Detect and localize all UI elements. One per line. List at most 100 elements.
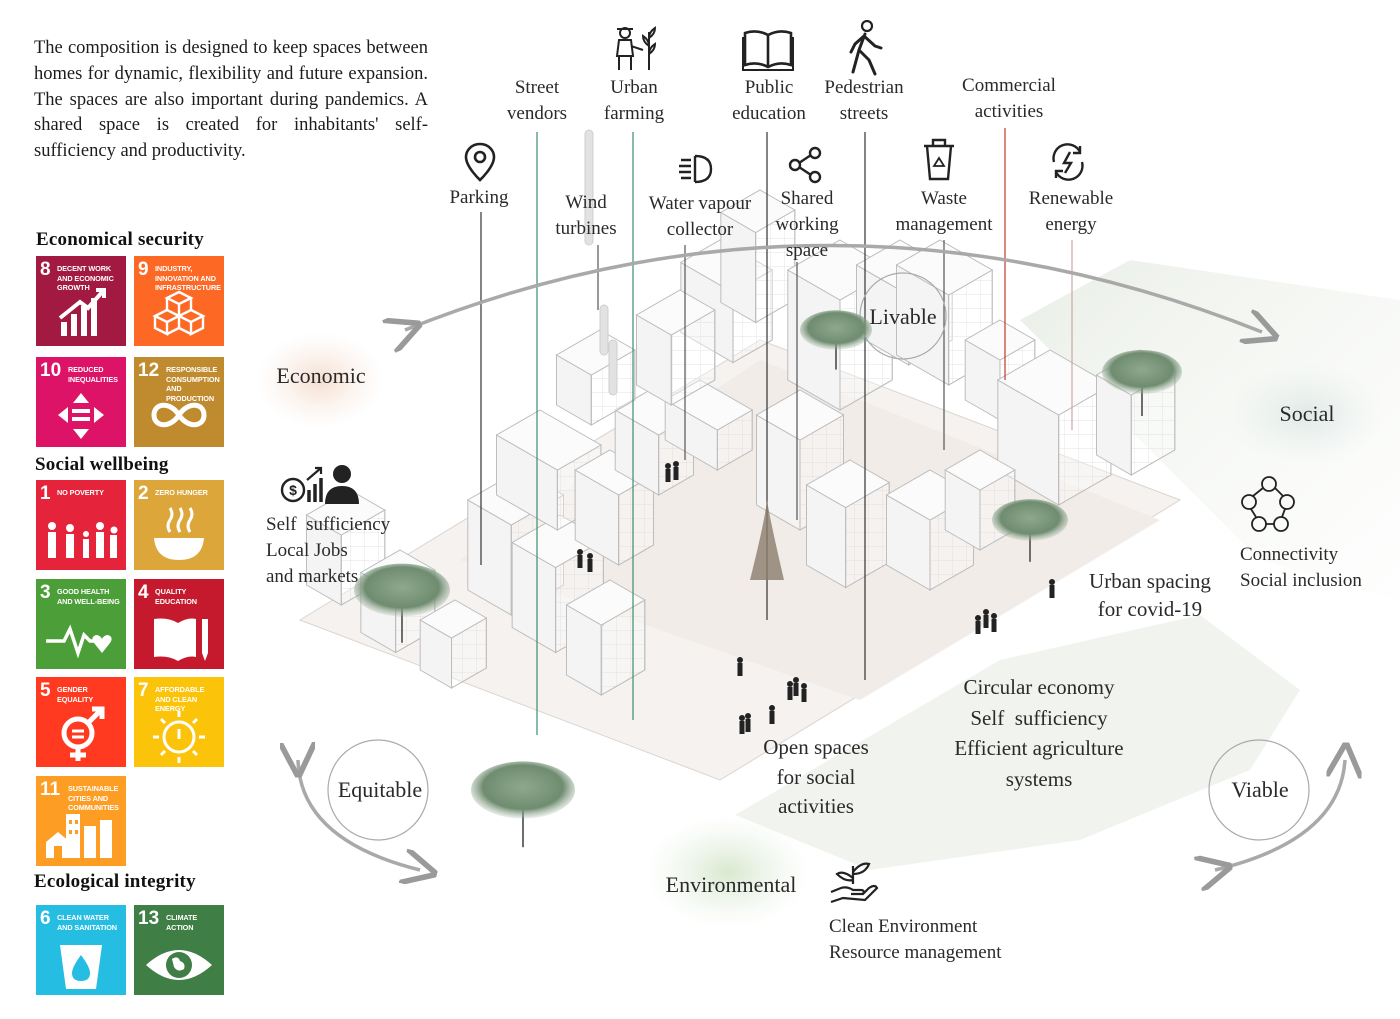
sdg-label: Sustainable cities and communities — [68, 784, 119, 813]
person-4 — [673, 461, 679, 480]
annotation-urban-spacing: Urban spacing for covid-19 — [1089, 569, 1211, 621]
intro-paragraph: The composition is designed to keep spac… — [34, 38, 428, 162]
growth-chart-icon — [58, 288, 106, 336]
person-10 — [793, 677, 799, 696]
sdg-tile-3: 3Good health and well-being — [36, 579, 126, 669]
vapour-collector-icon — [679, 154, 713, 184]
sdg-tile-4: 4 Quality education — [134, 579, 224, 669]
sdg-number: 7 — [138, 680, 149, 701]
pillar-economic: Economic — [276, 363, 366, 388]
annotation-self-sufficiency: Self sufficiency Local Jobs and markets — [266, 514, 391, 587]
sdg-label: Industry, innovation and infrastructure — [155, 264, 221, 293]
sdg-tile-12: 12 Responsible consumption and production — [134, 357, 224, 447]
label-pedestrian-streets: Pedestrian streets — [824, 77, 904, 124]
tree-3 — [800, 310, 872, 370]
label-parking: Parking — [449, 187, 509, 208]
field-right-bottom — [735, 615, 1300, 870]
sdg-number: 4 — [138, 582, 149, 603]
sdg-label: Gender equality — [57, 685, 94, 704]
wind-turbines — [584, 129, 618, 396]
annotation-clean-environment: Clean Environment Resource management — [829, 916, 1002, 963]
tree-4 — [1102, 350, 1182, 416]
economic-blob — [256, 332, 384, 428]
tree-1 — [354, 563, 450, 643]
person-9 — [787, 681, 793, 700]
building-12 — [719, 189, 796, 324]
label-public-education: Public education — [732, 77, 806, 124]
label-urban-farming: Urban farming — [603, 77, 665, 124]
person-14 — [991, 613, 997, 632]
pillar-livable: Livable — [869, 304, 937, 329]
city-icon — [46, 814, 112, 858]
label-renewable-energy: Renewable energy — [1028, 188, 1114, 235]
person-3 — [665, 463, 671, 482]
family-icon — [48, 522, 118, 558]
pillar-social: Social — [1279, 401, 1335, 426]
cubes-icon — [152, 290, 206, 336]
location-pin-icon — [464, 142, 496, 182]
sdg-number: 1 — [40, 483, 51, 504]
right-arc — [1215, 760, 1345, 870]
tree-5 — [992, 499, 1068, 562]
open-book-icon — [742, 30, 794, 71]
money-growth-person-icon: $ — [280, 465, 359, 504]
person-12 — [975, 615, 981, 634]
sdg-number: 6 — [40, 908, 51, 929]
water-vapour-collector — [750, 500, 784, 580]
sdg-label: No poverty — [57, 488, 104, 497]
annotation-connectivity: Connectivity Social inclusion — [1240, 544, 1362, 591]
sdg-number: 9 — [138, 259, 149, 280]
pillar-equitable: Equitable — [337, 777, 423, 802]
sdg-tile-10: 10 Reduced inequalities — [36, 357, 126, 447]
sdg-label: Good health and well-being — [57, 587, 120, 606]
sdg-tile-8: 8Decent work and economic growth — [36, 256, 126, 346]
person-2 — [587, 553, 593, 572]
label-street-vendors: Street vendors — [506, 77, 568, 124]
sdg-number: 2 — [138, 483, 149, 504]
sdg-label: Responsible consumption and production — [166, 365, 220, 403]
person-5 — [737, 657, 743, 676]
sdg-tile-5: 5 Gender equality — [36, 677, 126, 767]
sdg-number: 10 — [40, 360, 62, 381]
top-arc — [405, 243, 1262, 332]
label-shared-working-space: Shared working space — [775, 188, 839, 261]
eye-globe-icon — [146, 950, 212, 980]
viable-circle — [1208, 739, 1310, 841]
sdg-label: Reduced inequalities — [68, 365, 118, 384]
sdg-tile-7: 7 Affordable and clean energy — [134, 677, 224, 767]
svg-text:$: $ — [289, 482, 297, 498]
equitable-circle — [327, 739, 429, 841]
person-6 — [769, 705, 775, 724]
left-arc — [298, 760, 420, 870]
tree-2 — [471, 761, 575, 848]
sdg-tile-6: 6Clean water and sanitation — [36, 905, 126, 995]
building-6 — [565, 579, 646, 696]
sdg-heading-ecological: Ecological integrity — [34, 871, 196, 892]
renewable-energy-icon — [1052, 143, 1084, 181]
sdg-heading-social: Social wellbeing — [35, 454, 169, 475]
pedestrian-icon — [849, 20, 883, 76]
environmental-blob — [646, 816, 810, 928]
heartbeat-icon — [46, 624, 112, 659]
sdg-tile-13: 13Climate action — [134, 905, 224, 995]
person-1 — [577, 549, 583, 568]
sdg-label: Zero hunger — [155, 488, 208, 497]
pillar-environmental: Environmental — [665, 872, 797, 897]
person-15 — [1049, 579, 1055, 598]
annotation-open-spaces: Open spaces for social activities — [763, 735, 869, 818]
equality-arrows-icon — [58, 393, 104, 439]
gender-icon — [61, 706, 105, 761]
sdg-tile-2: 2 Zero hunger — [134, 480, 224, 570]
sdg-label: Affordable and clean energy — [155, 685, 205, 714]
sdg-label: Quality education — [155, 587, 197, 606]
label-wind-turbines: Wind turbines — [555, 192, 617, 239]
recycle-bin-icon — [924, 138, 954, 181]
person-7 — [739, 715, 745, 734]
bowl-icon — [154, 507, 204, 560]
sdg-number: 12 — [138, 360, 160, 381]
farmer-plant-icon — [615, 26, 657, 70]
building-3 — [419, 599, 488, 689]
sdg-number: 5 — [40, 680, 51, 701]
label-waste-management: Waste management — [895, 188, 993, 235]
sdg-heading-economic: Economical security — [36, 229, 204, 250]
